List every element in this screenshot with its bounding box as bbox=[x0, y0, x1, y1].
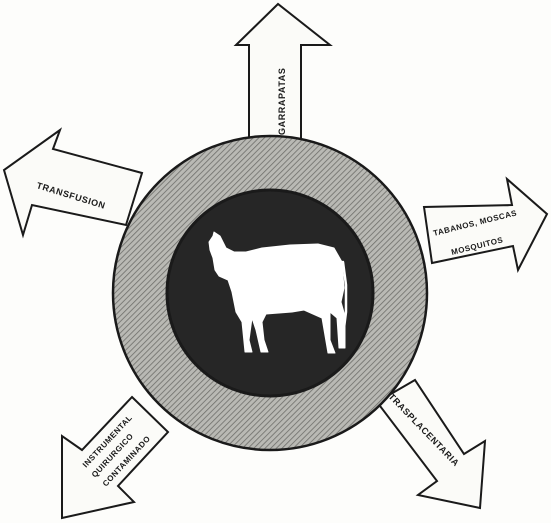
arrow-transfusion: TRANSFUSION bbox=[4, 130, 142, 235]
arrow-tabanos-moscas-mosquitos: TABANOS, MOSCAS MOSQUITOS bbox=[424, 179, 547, 270]
arrow-garrapatas: GARRAPATAS bbox=[236, 4, 330, 142]
arrow-instrumental-quirurgico-contaminado: INSTRUMENTAL QUIRURGICO CONTAMINADO bbox=[62, 397, 168, 518]
arrow-trasplacentaria: TRASPLACENTARIA bbox=[377, 380, 485, 508]
arrow-garrapatas-label: GARRAPATAS bbox=[277, 68, 287, 136]
